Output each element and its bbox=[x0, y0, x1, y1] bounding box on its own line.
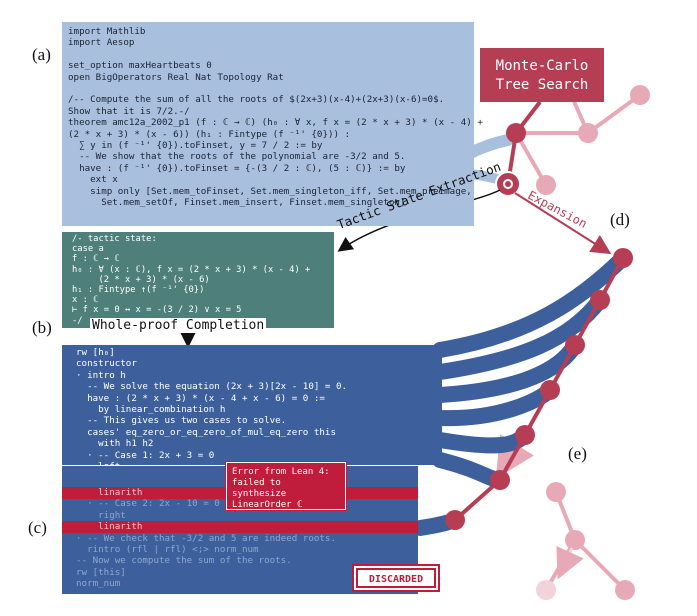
label-c: (c) bbox=[28, 518, 47, 537]
error-line: failed to synthesize bbox=[232, 478, 287, 499]
code-line: ∑ y in (f ⁻¹' {0}).toFinset, y = 7 / 2 :… bbox=[68, 140, 323, 152]
label-a: (a) bbox=[32, 45, 51, 64]
code-line: · -- We check that -3/2 and 5 are indeed… bbox=[76, 532, 336, 544]
ribbon bbox=[432, 292, 608, 380]
code-line: theorem amc12a_2002_p1 (f : ℂ → ℂ) (h₀ :… bbox=[68, 117, 483, 129]
theorem-code-panel bbox=[62, 22, 474, 226]
discarded-stamp: DISCARDED bbox=[356, 568, 436, 588]
code-line: rw [this] bbox=[76, 566, 126, 578]
code-line: x : ℂ bbox=[72, 295, 99, 306]
code-line: · intro h bbox=[76, 369, 126, 381]
expansion-arrow bbox=[514, 192, 612, 255]
error-highlight bbox=[62, 521, 418, 533]
tree-node bbox=[613, 248, 633, 268]
mcts-title-line2: Tree Search bbox=[495, 77, 589, 93]
ribbon bbox=[432, 250, 631, 358]
discarded-code: linarith · -- Case 2: 2x - 10 = 0 right … bbox=[76, 487, 336, 590]
tree-node bbox=[490, 470, 510, 490]
code-line: ⊢ f x = 0 ↔ x = -(3 / 2) ∨ x = 5 bbox=[72, 305, 242, 316]
code-line: (2 * x + 3) * (x - 6) bbox=[72, 274, 210, 285]
code-line: (2 * x + 3) * (x - 6)) (h₁ : Fintype (f … bbox=[68, 128, 351, 140]
error-line: LinearOrder ℂ bbox=[232, 500, 303, 510]
tree-node bbox=[540, 380, 560, 400]
faded-arrow bbox=[556, 545, 584, 580]
code-line: have : (f ⁻¹' {0}).toFinset = {-(3 / 2 :… bbox=[68, 162, 406, 174]
tree-node bbox=[565, 530, 585, 550]
code-line: open BigOperators Real Nat Topology Rat bbox=[68, 71, 284, 83]
tree-node bbox=[506, 123, 526, 143]
code-line: rw [h₀] bbox=[76, 347, 115, 358]
code-line: -/ bbox=[72, 315, 83, 326]
code-line: /-- Compute the sum of all the roots of … bbox=[68, 94, 445, 106]
tree-node bbox=[590, 290, 610, 310]
tree-node bbox=[515, 425, 535, 445]
code-line: -- This gives us two cases to solve. bbox=[76, 415, 287, 427]
code-line: simp only [Set.mem_toFinset, Set.mem_sin… bbox=[68, 185, 472, 197]
tree-node bbox=[630, 85, 650, 105]
lean-error-box: Error from Lean 4: failed to synthesize … bbox=[226, 462, 346, 510]
code-line: have : (2 * x + 3) * (x - 4 + x - 6) = 0… bbox=[76, 392, 325, 404]
code-line: import Aesop bbox=[68, 37, 135, 49]
mcts-lower-tree bbox=[544, 491, 627, 592]
code-line: -- We solve the equation (2x + 3)[2x - 1… bbox=[76, 381, 348, 393]
tree-node bbox=[536, 175, 556, 195]
code-line: Show that it is 7/2.-/ bbox=[68, 105, 190, 117]
tree-node bbox=[445, 510, 465, 530]
code-line: case a bbox=[72, 244, 104, 255]
code-line: right bbox=[76, 509, 126, 521]
tree-node bbox=[578, 123, 598, 143]
code-line: -- Now we compute the sum of the roots. bbox=[76, 555, 292, 567]
completion-label: Whole-proof Completion bbox=[90, 318, 267, 333]
code-line: linarith bbox=[76, 487, 143, 498]
proof-panel bbox=[62, 345, 442, 465]
tactic-state-panel bbox=[62, 232, 334, 328]
code-line: -- We show that the roots of the polynom… bbox=[68, 151, 406, 163]
code-line: linarith bbox=[76, 521, 143, 533]
label-d: (d) bbox=[610, 210, 630, 229]
code-line: h₀ : ∀ (x : ℂ), f x = (2 * x + 3) * (x -… bbox=[72, 264, 311, 275]
code-line: · -- Case 2: 2x - 10 = 0 bbox=[76, 498, 220, 510]
code-line: · -- Case 1: 2x + 3 = 0 bbox=[76, 449, 215, 461]
tree-node bbox=[565, 335, 585, 355]
code-line: norm_num bbox=[76, 578, 121, 590]
code-line bbox=[68, 49, 483, 60]
code-line: f : ℂ → ℂ bbox=[72, 254, 120, 265]
code-line: set_option maxHeartbeats 0 bbox=[68, 60, 212, 72]
proof-code: rw [h₀]constructor· intro h -- We solve … bbox=[76, 347, 347, 472]
code-line: import Mathlib bbox=[68, 26, 146, 37]
code-line: rintro (rfl | rfl) <;> norm_num bbox=[76, 544, 259, 556]
tree-node bbox=[536, 580, 556, 600]
code-line: constructor bbox=[76, 358, 137, 370]
tree-node bbox=[546, 482, 566, 502]
label-b: (b) bbox=[32, 318, 52, 337]
code-line bbox=[68, 83, 483, 94]
code-line: ext x bbox=[68, 174, 118, 186]
code-line: cases' eq_zero_or_eq_zero_of_mul_eq_zero… bbox=[76, 426, 336, 438]
error-line: Error from Lean 4: bbox=[232, 467, 330, 477]
ribbon bbox=[432, 427, 533, 454]
code-line: Set.mem_setOf, Finset.mem_insert, Finset… bbox=[68, 197, 406, 209]
code-line: with h1 h2 bbox=[76, 438, 154, 450]
code-line: /- tactic state: bbox=[72, 234, 157, 244]
code-line: by linear_combination h bbox=[76, 404, 226, 416]
mcts-title-line1: Monte-Carlo bbox=[495, 58, 589, 74]
mcts-box: Monte-Carlo Tree Search bbox=[480, 48, 604, 102]
label-e: (e) bbox=[568, 444, 587, 463]
code-line: h₁ : Fintype ↑(f ⁻¹' {0}) bbox=[72, 285, 205, 296]
tree-node bbox=[615, 580, 635, 600]
